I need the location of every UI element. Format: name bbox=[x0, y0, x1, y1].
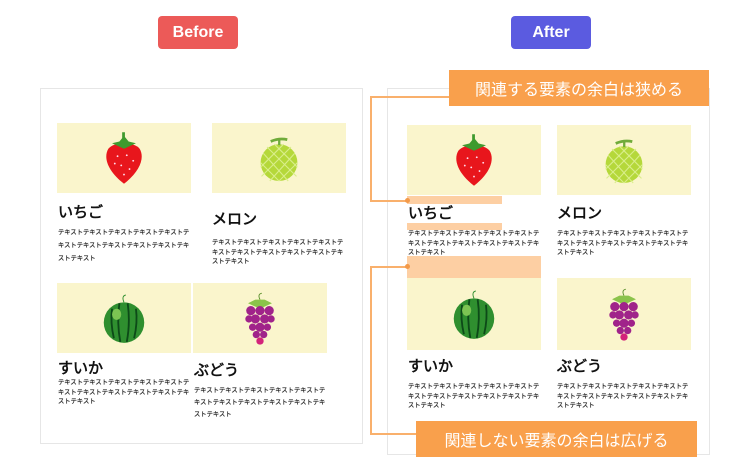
card-title: ぶどう bbox=[194, 361, 240, 379]
card-title: いちご bbox=[408, 204, 454, 222]
connector-line bbox=[370, 266, 372, 434]
card-text: テキストテキストテキストテキストテキストテキストテキストテキストテキストテキスト… bbox=[212, 239, 344, 265]
narrow-spacing-highlight bbox=[407, 196, 502, 204]
card-text: テキストテキストテキストテキストテキストテキストテキストテキストテキストテキスト… bbox=[58, 229, 190, 262]
card-image bbox=[407, 125, 541, 195]
connector-dot bbox=[405, 198, 410, 203]
card-title: すいか bbox=[58, 359, 104, 377]
strawberry-icon bbox=[101, 130, 147, 186]
card-image bbox=[557, 278, 691, 350]
grape-icon bbox=[237, 290, 283, 346]
watermelon-icon bbox=[451, 286, 497, 342]
card-image bbox=[557, 125, 691, 195]
card-text: テキストテキストテキストテキストテキストテキストテキストテキストテキストテキスト… bbox=[194, 387, 326, 418]
connector-line bbox=[370, 200, 408, 202]
before-badge: Before bbox=[158, 16, 238, 49]
card-image bbox=[57, 123, 191, 193]
narrow-spacing-highlight bbox=[407, 223, 502, 230]
melon-icon bbox=[601, 132, 647, 188]
card-title: メロン bbox=[557, 204, 603, 222]
card-text: テキストテキストテキストテキストテキストテキストテキストテキストテキストテキスト… bbox=[58, 379, 190, 405]
connector-line bbox=[370, 433, 418, 435]
watermelon-icon bbox=[101, 290, 147, 346]
connector-line bbox=[370, 96, 372, 202]
card-image bbox=[57, 283, 191, 353]
card-image bbox=[407, 278, 541, 350]
card-title: メロン bbox=[212, 210, 258, 228]
card-text: テキストテキストテキストテキストテキストテキストテキストテキストテキストテキスト… bbox=[408, 230, 540, 256]
connector-dot bbox=[405, 264, 410, 269]
grape-icon bbox=[601, 286, 647, 342]
melon-icon bbox=[256, 130, 302, 186]
card-title: すいか bbox=[408, 357, 454, 375]
card-text: テキストテキストテキストテキストテキストテキストテキストテキストテキストテキスト… bbox=[408, 383, 540, 409]
connector-line bbox=[370, 266, 408, 268]
card-title: ぶどう bbox=[557, 357, 603, 375]
card-title: いちご bbox=[58, 203, 104, 221]
connector-line bbox=[370, 96, 450, 98]
card-image bbox=[212, 123, 346, 193]
card-text: テキストテキストテキストテキストテキストテキストテキストテキストテキストテキスト… bbox=[557, 383, 689, 409]
wide-spacing-label: 関連しない要素の余白は広げる bbox=[416, 421, 697, 457]
card-image bbox=[193, 283, 327, 353]
after-badge: After bbox=[511, 16, 591, 49]
wide-spacing-highlight bbox=[407, 256, 541, 278]
strawberry-icon bbox=[451, 132, 497, 188]
card-text: テキストテキストテキストテキストテキストテキストテキストテキストテキストテキスト… bbox=[557, 230, 689, 256]
narrow-spacing-label: 関連する要素の余白は狭める bbox=[449, 70, 709, 106]
